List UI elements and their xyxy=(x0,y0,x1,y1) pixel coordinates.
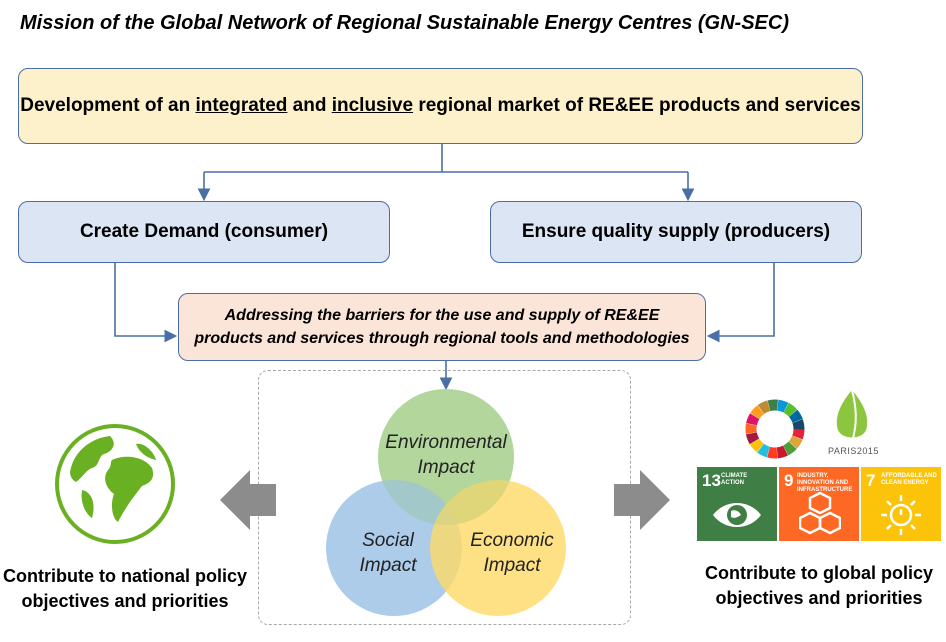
economic-label: Economic Impact xyxy=(460,528,564,578)
cubes-icon xyxy=(799,491,841,535)
sdg-tile-7: 7 AFFORDABLE AND CLEAN ENERGY xyxy=(861,467,941,541)
sdg-tile-13: 13 CLIMATE ACTION xyxy=(697,467,777,541)
ensure-supply-box: Ensure quality supply (producers) xyxy=(490,201,862,263)
barriers-box: Addressing the barriers for the use and … xyxy=(178,293,706,361)
sun-power-icon xyxy=(881,495,921,535)
environmental-label-line1: Environmental xyxy=(385,432,507,453)
environmental-label-line2: Impact xyxy=(417,457,475,478)
sdg-tile-9-text: INDUSTRY, INNOVATION AND INFRASTRUCTURE xyxy=(797,473,853,493)
national-policy-caption-line1: Contribute to national policy xyxy=(3,566,247,586)
sdg-tile-9: 9 INDUSTRY, INNOVATION AND INFRASTRUCTUR… xyxy=(779,467,859,541)
arrow-right-icon xyxy=(614,470,670,530)
sdg-tile-13-number: 13 xyxy=(702,471,721,490)
arrow-demand-to-barriers xyxy=(114,263,178,343)
social-label-line2: Impact xyxy=(359,555,417,576)
national-policy-caption-line2: objectives and priorities xyxy=(21,591,229,611)
global-policy-caption: Contribute to global policy objectives a… xyxy=(692,561,946,611)
sdg-tile-7-number: 7 xyxy=(866,471,876,490)
create-demand-box: Create Demand (consumer) xyxy=(18,201,390,263)
social-circle xyxy=(326,480,462,616)
economic-label-line1: Economic xyxy=(470,530,554,551)
globe-icon xyxy=(55,424,175,544)
mission-prefix: Development of an xyxy=(20,95,191,116)
barriers-line-2: products and services through regional t… xyxy=(194,330,690,347)
paris-label: PARIS2015 xyxy=(828,446,879,456)
paris-leaf-icon xyxy=(836,389,868,443)
economic-circle xyxy=(430,480,566,616)
sdg-tile-13-text: CLIMATE ACTION xyxy=(721,473,748,486)
sdg-tile-7-text: AFFORDABLE AND CLEAN ENERGY xyxy=(881,473,937,486)
mission-word-integrated: integrated xyxy=(195,95,288,116)
environmental-label: Environmental Impact xyxy=(376,430,516,480)
mission-box: Development of an integrated and inclusi… xyxy=(18,68,863,144)
mission-suffix: regional market of RE&EE products and se… xyxy=(418,95,861,116)
sdg-wheel-icon xyxy=(745,399,805,459)
page-title: Mission of the Global Network of Regiona… xyxy=(20,12,789,34)
national-policy-caption: Contribute to national policy objectives… xyxy=(0,564,250,614)
barriers-line-1: Addressing the barriers for the use and … xyxy=(224,307,660,324)
global-policy-caption-line2: objectives and priorities xyxy=(715,588,923,608)
social-label: Social Impact xyxy=(338,528,438,578)
eye-globe-icon xyxy=(713,503,761,527)
arrow-left-icon xyxy=(220,470,276,530)
arrow-supply-to-barriers xyxy=(706,263,775,343)
social-label-line1: Social xyxy=(362,530,414,551)
mission-word-inclusive: inclusive xyxy=(331,95,414,116)
mission-and: and xyxy=(292,95,327,116)
sdg-tile-9-number: 9 xyxy=(784,471,794,490)
economic-label-line2: Impact xyxy=(483,555,541,576)
global-policy-caption-line1: Contribute to global policy xyxy=(705,563,933,583)
